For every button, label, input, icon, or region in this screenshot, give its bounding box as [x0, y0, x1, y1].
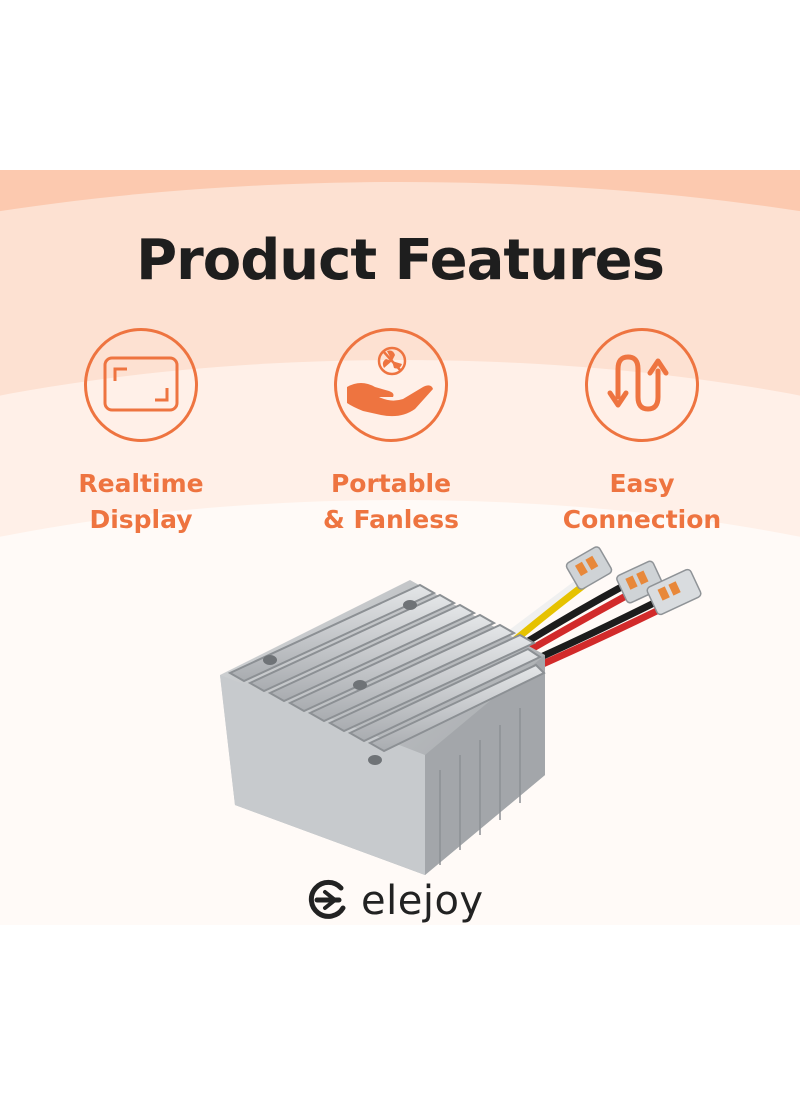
feature-label: Portable & Fanless: [281, 466, 501, 538]
page-title: Product Features: [136, 228, 665, 293]
elejoy-logo-icon: [305, 876, 351, 926]
feature-label-line2: Connection: [562, 505, 722, 534]
feature-label: Realtime Display: [31, 466, 251, 538]
brand-name: elejoy: [361, 878, 484, 924]
feature-portable-fanless: Portable & Fanless: [281, 328, 501, 538]
lever-connectors: [565, 546, 702, 616]
feature-label-line1: Easy: [609, 469, 675, 498]
feature-realtime-display: Realtime Display: [31, 328, 251, 538]
feature-easy-connection: Easy Connection: [532, 328, 752, 538]
dc-converter-image: [220, 546, 702, 875]
feature-label-line2: & Fanless: [322, 505, 460, 534]
brand-logo: elejoy: [305, 876, 484, 926]
feature-label-line1: Portable: [330, 469, 452, 498]
feature-label-line1: Realtime: [78, 469, 204, 498]
feature-label: Easy Connection: [532, 466, 752, 538]
heatsink-body: [220, 580, 546, 875]
display-frame-icon: [84, 328, 198, 442]
fan-in-hand-icon: [334, 328, 448, 442]
wire-arrows-icon: [585, 328, 699, 442]
feature-label-line2: Display: [89, 505, 193, 534]
